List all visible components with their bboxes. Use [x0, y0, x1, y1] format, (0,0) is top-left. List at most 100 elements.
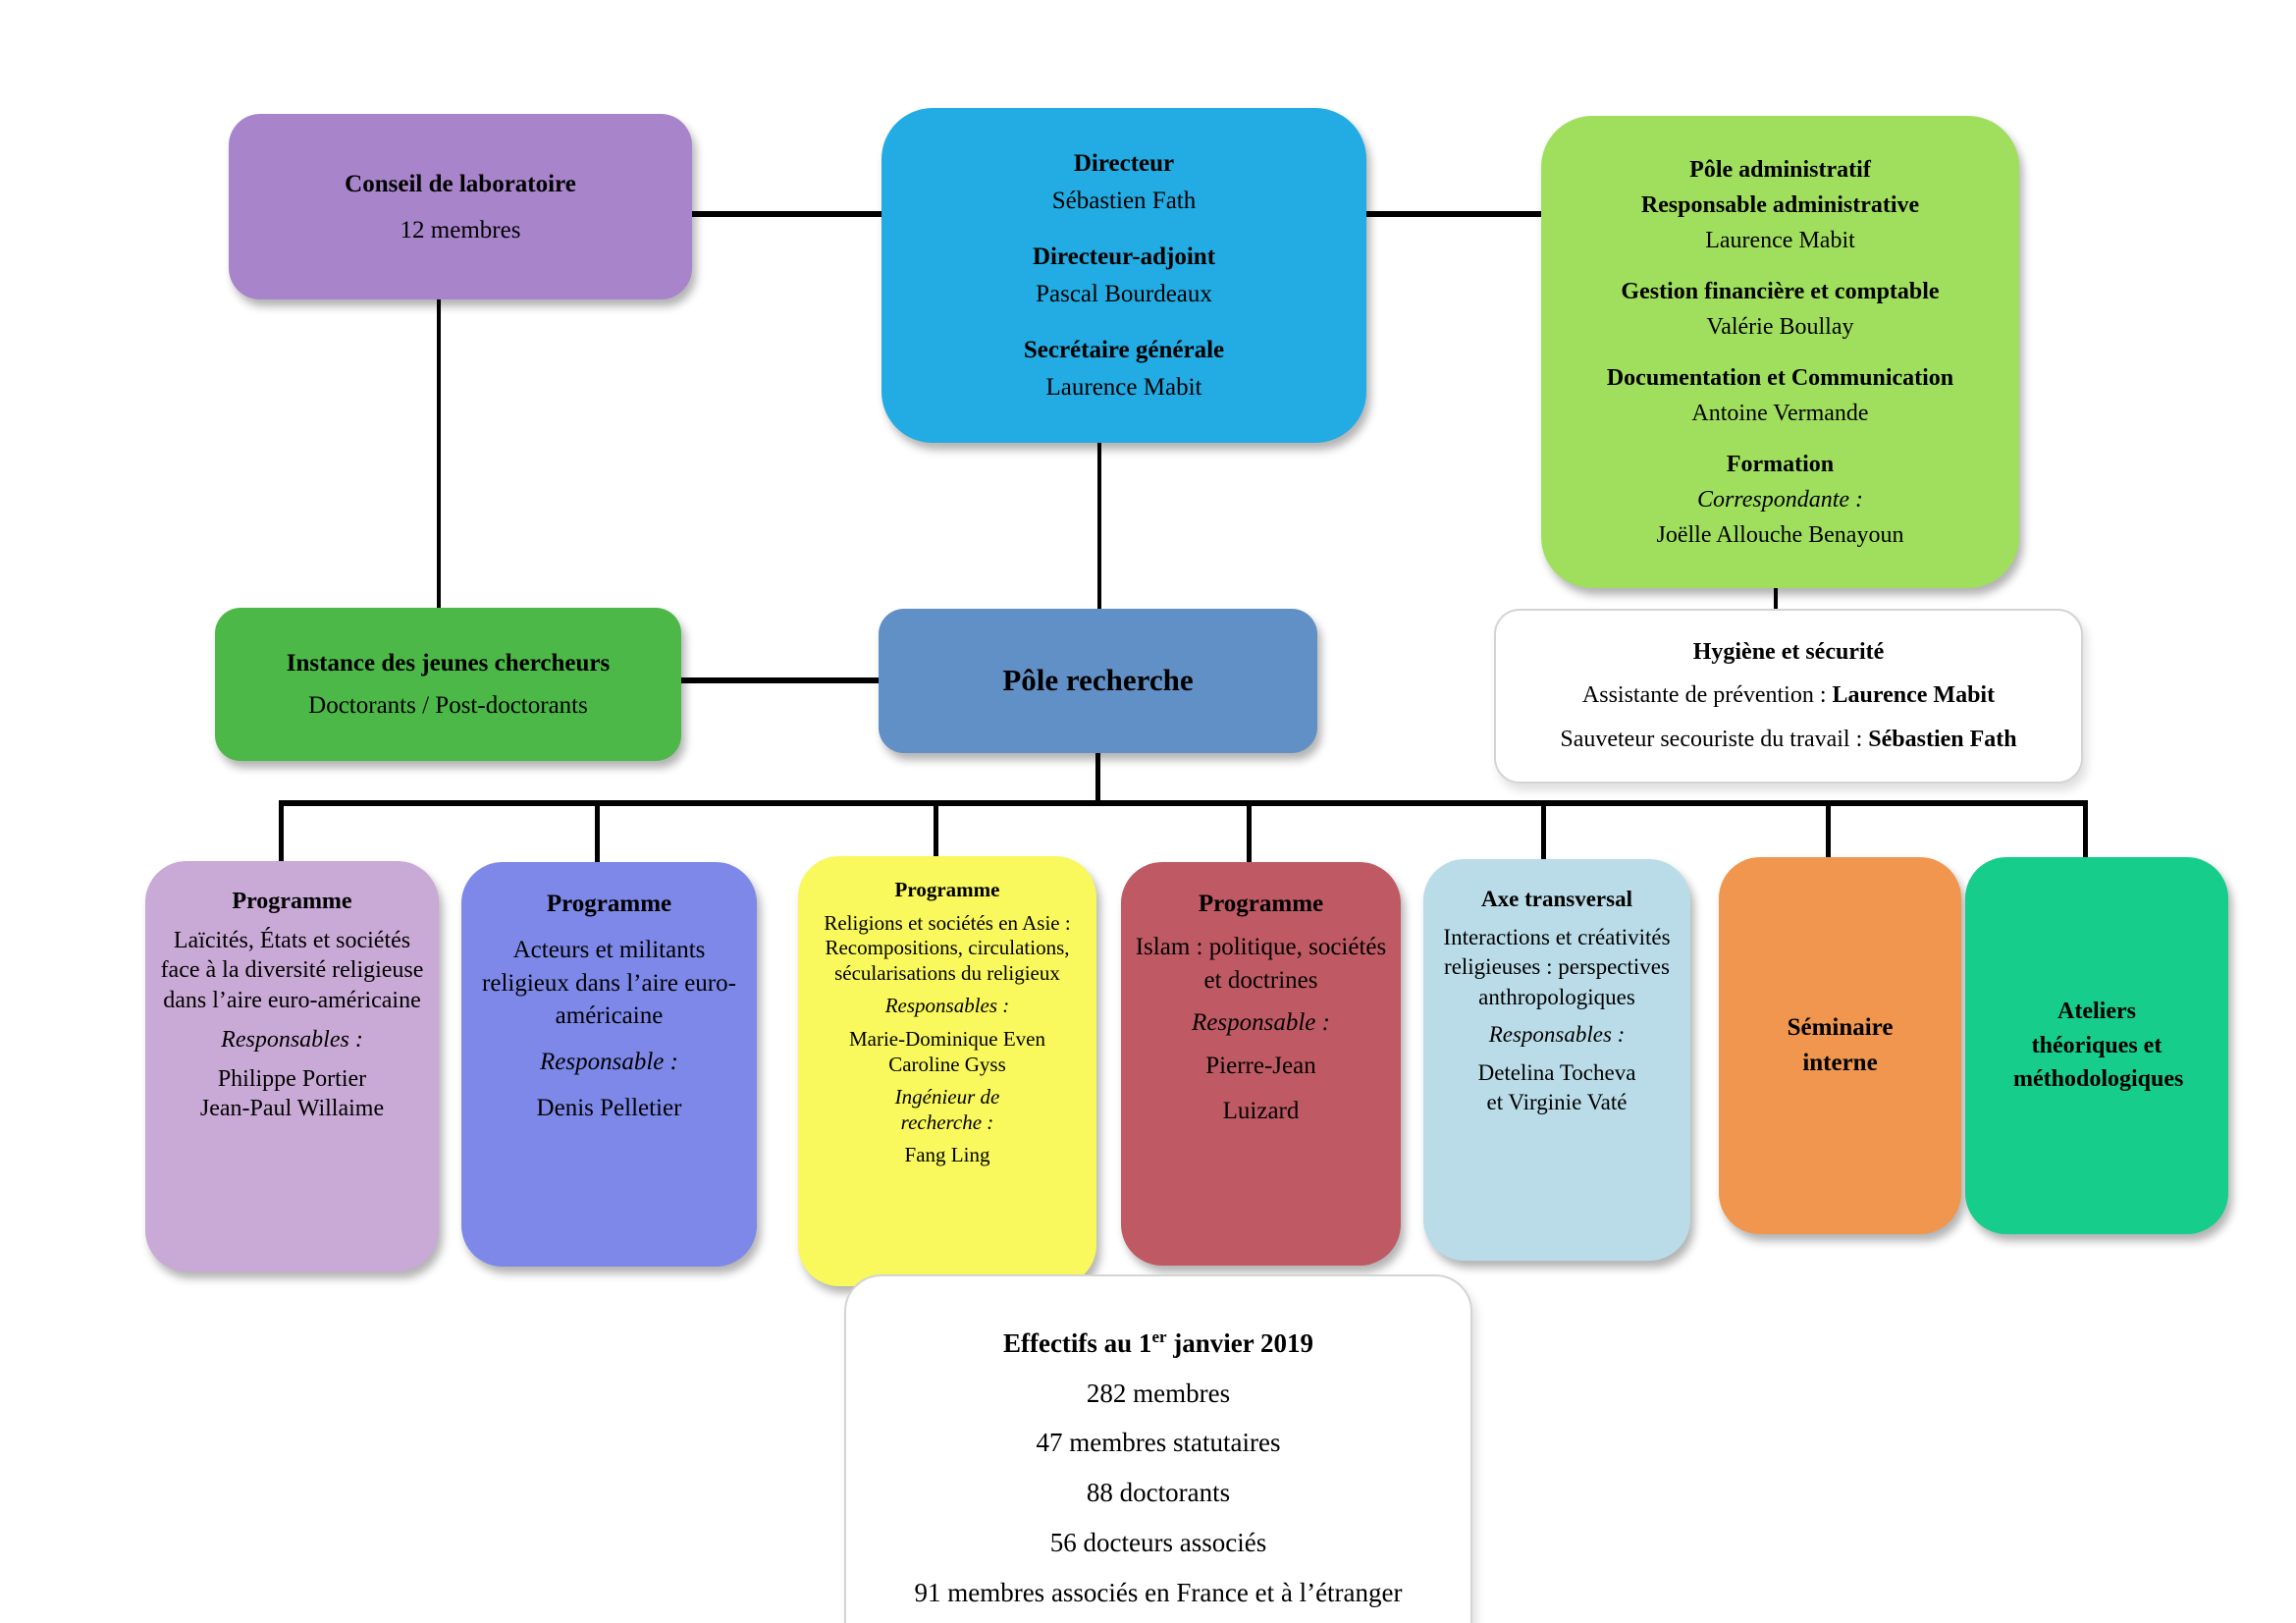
programme3-kind: Programme — [894, 878, 1000, 901]
programme2-name: Denis Pelletier — [536, 1094, 682, 1121]
role-correspondante: Correspondante : — [1696, 486, 1864, 513]
instance-title: Instance des jeunes chercheurs — [286, 650, 611, 676]
programme3-name: Caroline Gyss — [888, 1052, 1006, 1076]
ateliers-box: Ateliers théoriques et méthodologiques — [1965, 857, 2228, 1234]
conseil-subtitle: 12 membres — [400, 216, 521, 243]
programme1-desc: Laïcités, États et sociétés face à la di… — [160, 927, 424, 1014]
axe-role: Responsables : — [1488, 1022, 1626, 1048]
programme4-desc: Islam : politique, sociétés et doctrines — [1135, 933, 1387, 994]
connector-stub-programme2 — [595, 800, 600, 862]
programme3-role: Responsables : — [884, 994, 1010, 1018]
programme1-name: Jean-Paul Willaime — [199, 1096, 385, 1122]
role-directeur: Directeur — [1073, 150, 1175, 177]
connector-recherche-bus — [1095, 751, 1100, 800]
effectifs-line-docteurs: 56 docteurs associés — [1049, 1527, 1267, 1557]
name-responsable-admin: Laurence Mabit — [1705, 227, 1855, 253]
effectifs-line-statutaires: 47 membres statutaires — [1036, 1428, 1281, 1458]
axe-desc: Interactions et créativités religieuses … — [1443, 924, 1671, 1009]
role-formation: Formation — [1726, 451, 1835, 477]
role-directeur-adjoint: Directeur-adjoint — [1032, 243, 1216, 270]
hygiene-prevention-label: Assistante de prévention : — [1581, 682, 1833, 709]
admin-group-responsable: Pôle administratif Responsable administr… — [1641, 152, 1919, 258]
programme1-role: Responsables : — [221, 1026, 363, 1053]
effectifs-line-doctorants: 88 doctorants — [1086, 1478, 1231, 1507]
connector-stub-programme1 — [279, 800, 284, 861]
connector-stub-axe — [1541, 800, 1546, 859]
direction-group-secretaire: Secrétaire générale Laurence Mabit — [1024, 332, 1224, 406]
axe-names: Detelina Tocheva et Virginie Vaté — [1478, 1058, 1636, 1118]
connector-direction-admin — [1347, 211, 1541, 217]
name-secretaire: Laurence Mabit — [1045, 373, 1202, 401]
direction-group-directeur: Directeur Sébastien Fath — [1052, 145, 1197, 219]
seminaire-title: Séminaire interne — [1787, 1013, 1894, 1076]
connector-conseil-direction — [692, 211, 881, 217]
axe-name: et Virginie Vaté — [1486, 1090, 1628, 1115]
effectifs-title-suffix: janvier 2019 — [1166, 1327, 1314, 1358]
role-documentation: Documentation et Communication — [1606, 364, 1954, 391]
effectifs-box: Effectifs au 1er janvier 2019 282 membre… — [844, 1274, 1472, 1623]
programme2-desc: Acteurs et militants religieux dans l’ai… — [482, 936, 736, 1030]
programme-laicites-box: Programme Laïcités, États et sociétés fa… — [145, 861, 439, 1271]
connector-stub-seminaire — [1826, 800, 1831, 857]
programme4-name: Luizard — [1222, 1097, 1300, 1124]
connector-instance-recherche — [679, 677, 879, 683]
name-correspondante: Joëlle Allouche Benayoun — [1656, 521, 1904, 548]
instance-jeunes-chercheurs-box: Instance des jeunes chercheurs Doctorant… — [215, 608, 681, 761]
programme4-role: Responsable : — [1192, 1009, 1330, 1037]
programme3-extra-name: Fang Ling — [904, 1143, 990, 1167]
conseil-box: Conseil de laboratoire 12 membres — [229, 114, 692, 299]
connector-stub-ateliers — [2083, 800, 2088, 857]
ateliers-title: Ateliers théoriques et méthodologiques — [2013, 998, 2184, 1093]
name-documentation: Antoine Vermande — [1691, 400, 1869, 426]
instance-subtitle: Doctorants / Post-doctorants — [308, 692, 588, 719]
effectifs-title-sup: er — [1151, 1326, 1167, 1346]
connector-stub-programme4 — [1247, 800, 1252, 862]
programme2-kind: Programme — [546, 891, 672, 917]
pole-recherche-box: Pôle recherche — [879, 609, 1317, 753]
programme3-names: Marie-Dominique Even Caroline Gyss — [849, 1027, 1045, 1077]
hygiene-title: Hygiène et sécurité — [1692, 639, 1885, 666]
effectifs-line-membres: 282 membres — [1086, 1378, 1231, 1408]
name-gestion: Valérie Boullay — [1706, 313, 1854, 340]
direction-box: Directeur Sébastien Fath Directeur-adjoi… — [881, 108, 1366, 443]
role-gestion: Gestion financière et comptable — [1621, 278, 1940, 304]
hygiene-sauveteur-label: Sauveteur secouriste du travail : — [1560, 726, 1869, 752]
programme3-name: Marie-Dominique Even — [848, 1027, 1046, 1052]
effectifs-title: Effectifs au 1er janvier 2019 — [1003, 1326, 1313, 1361]
programme-acteurs-box: Programme Acteurs et militants religieux… — [461, 862, 757, 1267]
connector-bus — [279, 800, 2088, 806]
programme1-name: Philippe Portier — [217, 1065, 367, 1092]
pole-administratif-box: Pôle administratif Responsable administr… — [1541, 116, 2019, 588]
admin-group-gestion: Gestion financière et comptable Valérie … — [1621, 274, 1939, 345]
effectifs-title-prefix: Effectifs au 1 — [1002, 1327, 1152, 1358]
name-directeur-adjoint: Pascal Bourdeaux — [1036, 280, 1212, 307]
axe-transversal-box: Axe transversal Interactions et créativi… — [1423, 859, 1690, 1261]
programme4-names: Pierre-Jean Luizard — [1205, 1050, 1315, 1128]
programme-islam-box: Programme Islam : politique, sociétés et… — [1121, 862, 1401, 1266]
hygiene-prevention-name: Laurence Mabit — [1832, 682, 1996, 709]
axe-name: Detelina Tocheva — [1477, 1059, 1636, 1085]
name-directeur: Sébastien Fath — [1051, 187, 1197, 214]
pole-administratif-title: Pôle administratif — [1689, 156, 1871, 183]
programme3-extra-role: Ingénieur de recherche : — [894, 1085, 1000, 1134]
connector-stub-programme3 — [934, 800, 938, 856]
programme3-desc: Religions et sociétés en Asie : Recompos… — [824, 910, 1071, 985]
hygiene-line-prevention: Assistante de prévention : Laurence Mabi… — [1582, 677, 1995, 714]
admin-group-documentation: Documentation et Communication Antoine V… — [1607, 360, 1953, 431]
programme4-kind: Programme — [1198, 891, 1324, 917]
direction-group-adjoint: Directeur-adjoint Pascal Bourdeaux — [1033, 239, 1215, 312]
admin-group-formation: Formation Correspondante : Joëlle Allouc… — [1657, 447, 1904, 553]
effectifs-line-associes: 91 membres associés en France et à l’étr… — [914, 1577, 1403, 1607]
programme1-names: Philippe Portier Jean-Paul Willaime — [200, 1064, 384, 1124]
programme1-kind: Programme — [232, 889, 352, 914]
axe-kind: Axe transversal — [1481, 887, 1632, 911]
seminaire-interne-box: Séminaire interne — [1719, 857, 1961, 1234]
hygiene-sauveteur-name: Sébastien Fath — [1868, 726, 2017, 752]
programme-religions-asie-box: Programme Religions et sociétés en Asie … — [798, 856, 1096, 1286]
pole-recherche-title: Pôle recherche — [1002, 663, 1194, 698]
role-secretaire: Secrétaire générale — [1023, 337, 1225, 363]
connector-direction-recherche — [1097, 406, 1101, 609]
role-responsable-admin: Responsable administrative — [1640, 191, 1920, 218]
conseil-title: Conseil de laboratoire — [345, 170, 576, 197]
